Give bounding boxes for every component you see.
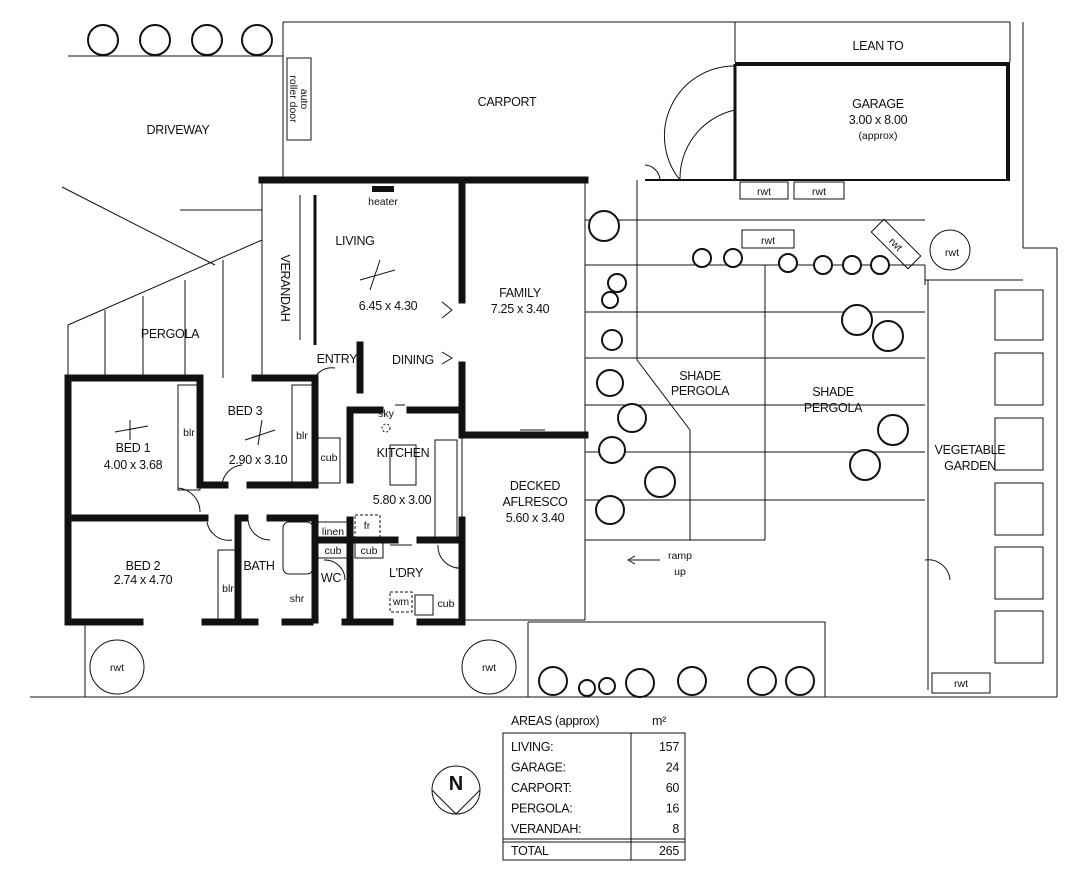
kitchen-size: 5.80 x 3.00 [373, 493, 432, 507]
garage-size: 3.00 x 8.00 [849, 113, 908, 127]
rwt-label: rwt [761, 235, 775, 247]
alfresco-label: AFLRESCO [503, 495, 569, 509]
dining-label: DINING [392, 353, 434, 367]
cub-label: cub [438, 598, 455, 610]
cub-label: cub [321, 452, 338, 464]
decked-size: 5.60 x 3.40 [506, 511, 565, 525]
decked-label: DECKED [510, 479, 561, 493]
room-labels: heater LIVING 6.45 x 4.30 FAMILY 7.25 x … [104, 196, 569, 610]
area-row-label: VERANDAH: [511, 822, 581, 836]
outdoor-labels: DRIVEWAY auto roller door CARPORT LEAN T… [141, 39, 1006, 578]
bath-label: BATH [243, 559, 274, 573]
blr-label: blr [222, 583, 234, 595]
bed3-label: BED 3 [228, 404, 263, 418]
garage-label: GARAGE [852, 97, 904, 111]
area-row-value: 8 [672, 822, 679, 836]
trees [87, 24, 909, 698]
area-row-value: 16 [666, 802, 680, 816]
area-row-label: GARAGE: [511, 761, 566, 775]
total-label: TOTAL [511, 844, 549, 858]
area-row-value: 60 [666, 781, 680, 795]
area-row-label: PERGOLA: [511, 802, 573, 816]
linen-label: linen [322, 526, 344, 538]
area-row-label: LIVING: [511, 740, 553, 754]
rwt-label: rwt [812, 186, 826, 198]
bed2-size: 2.74 x 4.70 [114, 573, 173, 587]
ramp-up-label: up [674, 566, 686, 578]
family-label: FAMILY [499, 286, 542, 300]
living-label: LIVING [335, 234, 374, 248]
heater-label: heater [368, 196, 398, 208]
rwt-label: rwt [482, 662, 496, 674]
bed2-label: BED 2 [126, 559, 161, 573]
blr-label: blr [183, 427, 195, 439]
total-value: 265 [659, 844, 679, 858]
driveway-label: DRIVEWAY [147, 123, 211, 137]
blr-label: blr [296, 430, 308, 442]
ramp-label: ramp [668, 550, 692, 562]
entry-label: ENTRY [317, 352, 359, 366]
rainwater-tanks: rwt rwt rwt rwt rwt rwt rwt rwt [89, 181, 991, 695]
washing-machine-label: wm [392, 596, 410, 608]
shade-pergola-label-2: PERGOLA [804, 401, 863, 415]
shade-pergola-label: SHADE [679, 369, 721, 383]
area-row-value: 24 [666, 761, 680, 775]
garage-approx: (approx) [858, 130, 897, 142]
sky-label: sky [378, 408, 395, 420]
cub-label: cub [361, 545, 378, 557]
area-row-value: 157 [659, 740, 679, 754]
verandah-label: VERANDAH [278, 254, 292, 321]
lean-to-label: LEAN TO [853, 39, 905, 53]
carport-label: CARPORT [478, 95, 537, 109]
vegetable-garden-label: GARDEN [944, 459, 996, 473]
laundry-label: L'DRY [389, 566, 424, 580]
roller-door-label-2: roller door [287, 75, 299, 123]
shade-pergola-label: PERGOLA [671, 384, 730, 398]
pergola-label: PERGOLA [141, 327, 200, 341]
rwt-label: rwt [945, 247, 959, 259]
bed3-size: 2.90 x 3.10 [229, 453, 288, 467]
family-size: 7.25 x 3.40 [491, 302, 550, 316]
area-row-label: CARPORT: [511, 781, 572, 795]
roller-door-label: auto [298, 89, 310, 110]
areas-title: AREAS (approx) [511, 714, 599, 728]
shade-pergola-label-2: SHADE [812, 385, 854, 399]
bed1-size: 4.00 x 3.68 [104, 458, 163, 472]
rwt-label: rwt [954, 678, 968, 690]
rwt-label: rwt [886, 236, 904, 254]
cub-label: cub [325, 545, 342, 557]
site-lines [30, 21, 1058, 698]
house-walls [64, 176, 660, 626]
kitchen-label: KITCHEN [377, 446, 430, 460]
north-label: N [449, 773, 463, 795]
living-size: 6.45 x 4.30 [359, 299, 418, 313]
north-arrow: N [431, 765, 481, 815]
rwt-label: rwt [757, 186, 771, 198]
areas-unit: m² [652, 714, 666, 728]
fridge-label: fr [364, 520, 371, 532]
shower-label: shr [290, 593, 305, 605]
rwt-label: rwt [110, 662, 124, 674]
bed1-label: BED 1 [116, 441, 151, 455]
vegetable-garden-label: VEGETABLE [935, 443, 1006, 457]
wc-label: WC [321, 571, 341, 585]
